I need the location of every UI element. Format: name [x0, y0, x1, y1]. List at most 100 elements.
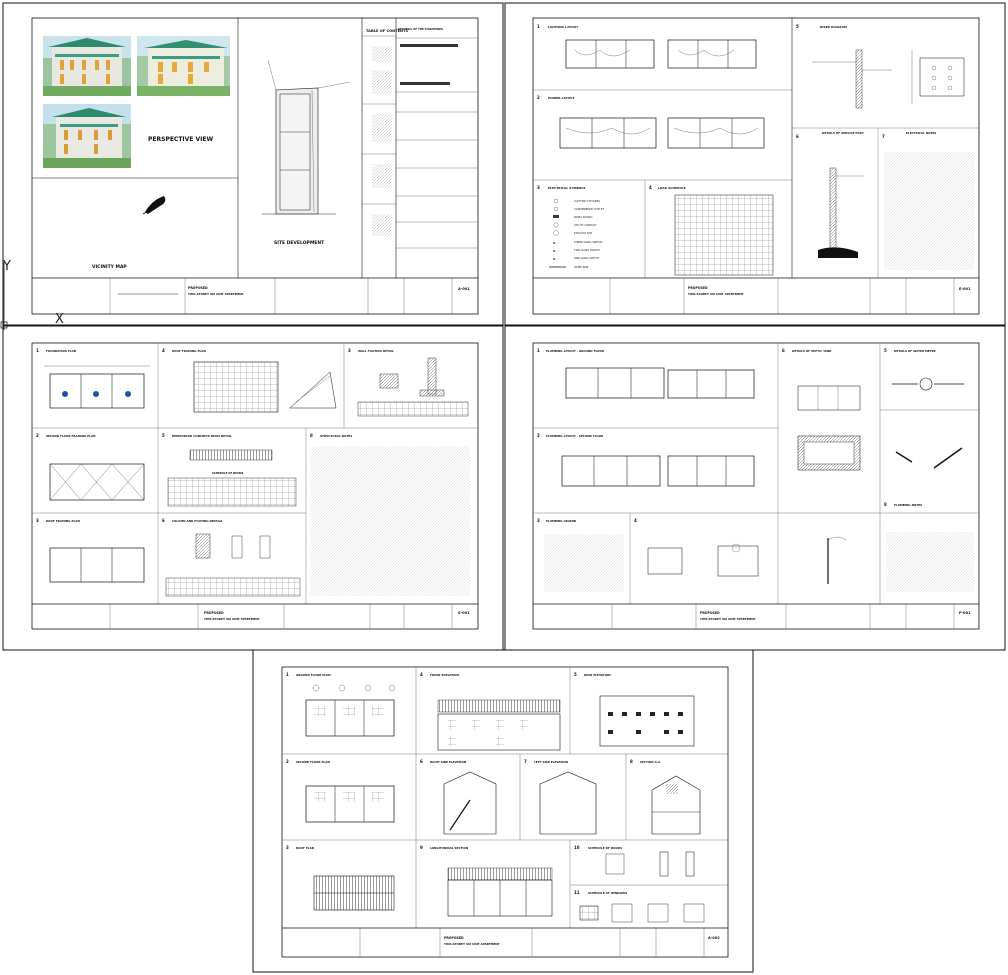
project-name-1: TWO-STOREY SIX UNIT APARTMENT [188, 292, 244, 296]
sheet-number-2: E-001 [959, 287, 971, 291]
panel-number-p6: 4 [634, 518, 637, 523]
panel-number-a1: 1 [286, 672, 289, 677]
windows-schedule-title: SCHEDULE OF WINDOWS [588, 891, 627, 895]
wall-footing-title: WALL FOOTING DETAIL [358, 349, 394, 353]
left-elevation-title: LEFT SIDE ELEVATION [534, 760, 569, 764]
sheet-s001[interactable]: 1 FOUNDATION PLAN 4 ROOF FRAMING PLAN 3 … [2, 325, 504, 651]
column-footing-title: COLUMN AND FOOTING DETAILS [172, 519, 222, 523]
project-label-1: PROPOSED [188, 286, 208, 290]
toc-title: TABLE OF CONTENTS [366, 29, 409, 33]
symbol-0: LIGHTING FIXTURES [574, 199, 600, 203]
roof-framing-grid [193, 361, 279, 413]
project-name-3: TWO-STOREY SIX UNIT APARTMENT [204, 617, 260, 621]
panel-number-s6: 8 [310, 433, 313, 438]
panel-number-a11: 11 [574, 890, 580, 895]
power-plan-2 [667, 117, 765, 149]
beam-schedule-title: SCHEDULE OF BEAMS [212, 471, 244, 475]
symbol-5: THREE-GANG SWITCH [574, 240, 602, 244]
svg-text:S: S [553, 249, 555, 253]
project-name-2: TWO-STOREY SIX UNIT APARTMENT [688, 292, 744, 296]
title-block-a001 [32, 277, 478, 314]
panel-number-1: 1 [537, 24, 540, 29]
panel-number-5: 5 [796, 24, 799, 29]
roof-plan-arch-title: ROOF PLAN [296, 846, 315, 850]
section-aa [651, 775, 701, 835]
roof-plan-title: ROOF FRAMING PLAN [46, 519, 80, 523]
sheet-a001[interactable]: PERSPECTIVE VIEW VICINITY MAP SITE DEVEL… [2, 2, 504, 326]
panel-number-p7: 8 [884, 502, 887, 507]
roof-plan-arch [313, 875, 395, 911]
project-label-2: PROPOSED [688, 286, 708, 290]
windows-schedule [579, 903, 705, 923]
project-label-3: PROPOSED [204, 611, 224, 615]
panel-number-a5: 6 [420, 759, 423, 764]
plumbing-ground-title: PLUMBING LAYOUT - GROUND FLOOR [546, 349, 605, 353]
foundation-title: FOUNDATION PLAN [46, 349, 77, 353]
foundation-plan [44, 365, 150, 409]
panel-number-p3: 6 [782, 348, 785, 353]
symbol-4: EXHAUST FAN [574, 231, 592, 235]
vicinity-map-symbol [142, 196, 166, 215]
roof-plan-structural [49, 547, 145, 583]
vent-detail [827, 536, 847, 584]
symbol-1: CONVENIENCE OUTLET [574, 207, 604, 211]
sheet-number-4: P-001 [959, 611, 971, 615]
panel-number-s4: 2 [36, 433, 39, 438]
perspective-render-3 [43, 104, 131, 168]
panel-number-7: 7 [882, 134, 885, 139]
sheet-p001[interactable]: 1 PLUMBING LAYOUT - GROUND FLOOR 2 PLUMB… [504, 325, 1006, 651]
structural-notes-text [310, 446, 470, 596]
symbol-6: TWO-GANG SWITCH [574, 248, 600, 252]
beam-detail-title: REINFORCED CONCRETE BEAM DETAIL [172, 434, 232, 438]
symbol-7: ONE-GANG SWITCH [574, 256, 599, 260]
symbol-3: UTILITY CONDUIT [574, 223, 597, 227]
ground-floor-plan [305, 684, 396, 737]
ucs-axis-icon [0, 262, 62, 330]
second-floor-framing-title: SECOND FLOOR FRAMING PLAN [46, 434, 96, 438]
riser-diagram [812, 49, 965, 109]
toc-lines [362, 46, 396, 236]
second-floor-plan [305, 785, 395, 823]
sheet-e001[interactable]: 1 LIGHTING LAYOUT 2 POWER LAYOUT 3 ELECT… [504, 2, 1006, 326]
beam-elevation [189, 449, 273, 461]
republic-title: REPUBLIC OF THE PHILIPPINES [398, 27, 443, 31]
water-meter-detail [892, 377, 964, 469]
doors-schedule-title: SCHEDULE OF DOORS [588, 846, 622, 850]
svg-text:S: S [553, 257, 555, 261]
panel-number-p5: 3 [537, 518, 540, 523]
plumbing-plan-ground [565, 367, 755, 399]
detail-title: DETAILS OF SERVICE POST [822, 131, 864, 135]
right-elevation-title: RIGHT SIDE ELEVATION [430, 760, 467, 764]
site-label: SITE DEVELOPMENT [274, 240, 325, 246]
sheet-a002[interactable]: 1 GROUND FLOOR PLAN 4 FRONT ELEVATION 5 … [252, 649, 754, 973]
beam-schedule-table [167, 477, 297, 507]
lighting-plan-1 [565, 39, 655, 69]
left-elevation [539, 771, 597, 835]
title-block-s001 [32, 603, 478, 629]
longitudinal-section [447, 867, 553, 917]
lighting-plan-2 [667, 39, 757, 69]
panel-number-p1: 1 [537, 348, 540, 353]
panel-number-s1: 1 [36, 348, 39, 353]
perspective-label: PERSPECTIVE VIEW [148, 136, 213, 143]
symbol-2: PANEL BOARD [574, 215, 592, 219]
plumbing-fixture-detail [647, 543, 759, 577]
sheet-number-1: A-001 [458, 287, 470, 291]
panel-number-a4: 2 [286, 759, 289, 764]
electrical-notes-text [884, 152, 974, 270]
section-aa-title: SECTION A-A [640, 760, 661, 764]
rear-elevation-title: REAR ELEVATION [584, 673, 611, 677]
right-elevation [443, 771, 497, 835]
panel-number-a9: 9 [420, 845, 423, 850]
title-block-p001 [533, 603, 979, 629]
rear-elevation [599, 695, 695, 747]
plumbing-legend-list [544, 534, 624, 592]
project-name-5: TWO-STOREY SIX UNIT APARTMENT [444, 942, 500, 946]
perspective-render-2 [137, 36, 230, 96]
plumbing-notes-title: PLUMBING NOTES [894, 503, 922, 507]
roof-truss-detail [289, 371, 337, 409]
panel-number-a8: 3 [286, 845, 289, 850]
site-development-plan [262, 59, 351, 215]
power-plan-1 [559, 117, 657, 149]
